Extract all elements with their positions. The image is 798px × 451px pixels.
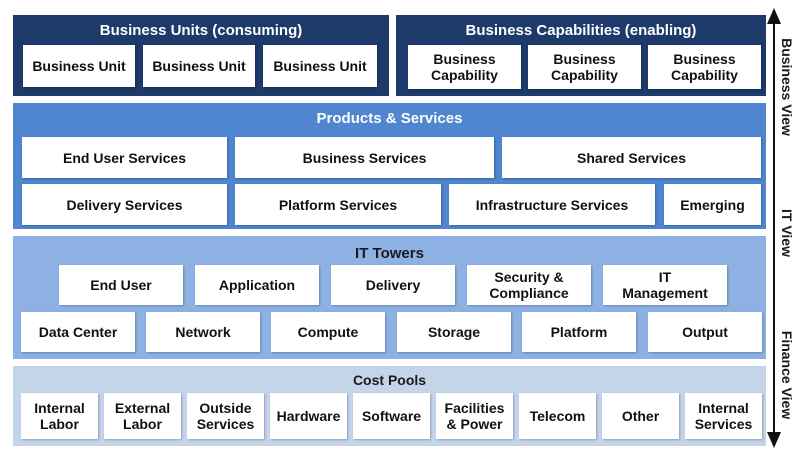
cost-pools-title: Cost Pools xyxy=(352,372,427,388)
it-tower-box: Network xyxy=(146,312,260,352)
business-capabilities-title: Business Capabilities (enabling) xyxy=(465,22,697,39)
business-capability-box: Business Capability xyxy=(408,45,521,89)
business-units-title: Business Units (consuming) xyxy=(99,22,303,39)
business-unit-box: Business Unit xyxy=(23,45,135,87)
business-unit-box: Business Unit xyxy=(143,45,255,87)
products-services-title: Products & Services xyxy=(316,110,463,127)
product-service-box: Delivery Services xyxy=(22,184,227,225)
it-tower-box: Output xyxy=(648,312,762,352)
cost-pool-box: Hardware xyxy=(270,393,347,439)
product-service-box: Infrastructure Services xyxy=(449,184,655,225)
cost-pool-box: External Labor xyxy=(104,393,181,439)
business-unit-box: Business Unit xyxy=(263,45,377,87)
it-tower-box: Platform xyxy=(522,312,636,352)
product-service-box: Business Services xyxy=(235,137,494,178)
product-service-box: End User Services xyxy=(22,137,227,178)
products-services-layer: Products & Services End User Services Bu… xyxy=(13,103,766,229)
double-arrow-icon xyxy=(767,8,781,448)
it-tower-box: Storage xyxy=(397,312,511,352)
it-towers-title: IT Towers xyxy=(355,245,424,262)
business-capability-box: Business Capability xyxy=(528,45,641,89)
business-view-label: Business View xyxy=(779,38,795,136)
product-service-box: Shared Services xyxy=(502,137,761,178)
cost-pool-box: Outside Services xyxy=(187,393,264,439)
it-tower-box: End User xyxy=(59,265,183,305)
finance-view-label: Finance View xyxy=(779,330,795,420)
it-tower-box: Delivery xyxy=(331,265,455,305)
cost-pools-layer: Cost Pools Internal Labor External Labor… xyxy=(13,366,766,446)
it-view-label: IT View xyxy=(779,209,795,257)
it-towers-layer: IT Towers End User Application Delivery … xyxy=(13,236,766,359)
business-capability-box: Business Capability xyxy=(648,45,761,89)
business-units-layer: Business Units (consuming) Business Unit… xyxy=(13,15,389,96)
it-tower-box: Compute xyxy=(271,312,385,352)
it-tower-box: Security & Compliance xyxy=(467,265,591,305)
it-tower-box: Application xyxy=(195,265,319,305)
cost-pool-box: Internal Labor xyxy=(21,393,98,439)
product-service-box: Emerging xyxy=(664,184,761,225)
cost-pool-box: Software xyxy=(353,393,430,439)
it-tower-box: IT Management xyxy=(603,265,727,305)
it-tower-box: Data Center xyxy=(21,312,135,352)
product-service-box: Platform Services xyxy=(235,184,441,225)
cost-pool-box: Telecom xyxy=(519,393,596,439)
cost-pool-box: Internal Services xyxy=(685,393,762,439)
business-capabilities-layer: Business Capabilities (enabling) Busines… xyxy=(396,15,766,96)
cost-pool-box: Facilities & Power xyxy=(436,393,513,439)
cost-pool-box: Other xyxy=(602,393,679,439)
